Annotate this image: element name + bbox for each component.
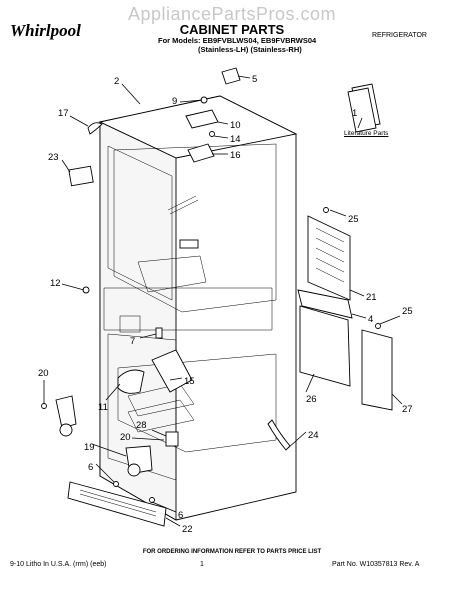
callout: 6 [178, 510, 183, 521]
callout: 22 [182, 524, 193, 535]
callout: 24 [308, 430, 319, 441]
part-5-plug [221, 67, 241, 85]
leader-lines [43, 75, 403, 527]
literature-booklet [347, 83, 381, 133]
part-25-screw-upper [323, 207, 329, 213]
ordering-note: FOR ORDERING INFORMATION REFER TO PARTS … [142, 549, 322, 555]
callout: 12 [50, 278, 61, 289]
part-16-bracket [187, 143, 215, 163]
callout: 5 [252, 74, 257, 85]
watermark: AppliancePartsPros.com [127, 4, 337, 24]
part-22-base-grille [67, 481, 167, 527]
callout: 10 [230, 120, 241, 131]
model-variants: (Stainless-LH) (Stainless-RH) [198, 45, 302, 54]
callout: 19 [84, 442, 95, 453]
part-20-screw [41, 403, 47, 409]
part-number: Part No. W10357813 Rev. A [332, 561, 420, 568]
callout: 25 [402, 306, 413, 317]
part-25-screw-lower [375, 323, 381, 329]
callout: 6 [88, 462, 93, 473]
callout: 7 [130, 336, 135, 347]
part-17-clip [87, 122, 103, 135]
part-24-tube [267, 419, 291, 451]
cabinet-body [98, 95, 298, 521]
callout: 4 [368, 314, 373, 325]
model-list: For Models: EB9FVBLWS04, EB9FVBRWS04 [158, 36, 317, 45]
callout: 16 [230, 150, 241, 161]
part-4-strip [297, 289, 353, 319]
callout: 28 [136, 420, 147, 431]
brand-logo: Whirlpool [10, 21, 81, 40]
callout: 20 [120, 432, 131, 443]
part-28-bracket [165, 431, 179, 447]
hardware-parts [68, 67, 241, 394]
part-27-plate [361, 329, 393, 411]
footer-litho: 9-10 Litho In U.S.A. (rrm) (eeb) [10, 561, 107, 568]
callout: 21 [366, 292, 377, 303]
rear-panels [297, 207, 393, 411]
part-23-module [68, 165, 94, 187]
part-hinge-left [55, 395, 77, 429]
category-label: REFRIGERATOR [372, 32, 427, 39]
callout: 15 [184, 376, 195, 387]
page-number: 1 [200, 561, 204, 568]
page-title: CABINET PARTS [179, 22, 285, 37]
part-15-cover [151, 349, 193, 393]
callout: 23 [48, 152, 59, 163]
literature-parts-label: Literature Parts [344, 130, 389, 137]
callout: 26 [306, 394, 317, 405]
callout: 2 [114, 76, 119, 87]
callout: 25 [348, 214, 359, 225]
callout: 17 [58, 108, 69, 119]
roller-right [127, 463, 141, 477]
part-6-screw-left [113, 481, 119, 487]
part-14-screw [209, 131, 215, 137]
callout-numbers: 2 5 9 10 14 16 17 23 12 1 25 21 4 25 27 … [38, 74, 413, 535]
callout: 9 [172, 96, 177, 107]
part-6-screw-right [149, 497, 155, 503]
roller-left [59, 423, 73, 437]
part-21-grille [307, 215, 351, 301]
callout: 1 [352, 108, 357, 119]
part-11-bracket [117, 369, 145, 394]
part-26-panel [299, 305, 351, 387]
callout: 11 [98, 402, 108, 413]
callout: 20 [38, 368, 49, 379]
callout: 27 [402, 404, 413, 415]
callout: 14 [230, 134, 241, 145]
lower-hardware [41, 395, 291, 527]
part-bracket-small [179, 239, 199, 249]
part-7-pin [155, 327, 163, 339]
